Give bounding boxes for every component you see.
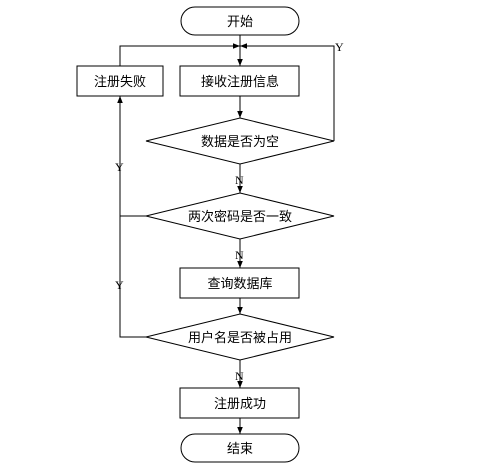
receive-label: 接收注册信息 xyxy=(201,74,279,90)
check-taken-label: 用户名是否被占用 xyxy=(188,330,292,346)
edge-empty-no-label: N xyxy=(235,173,244,187)
check-taken-node: 用户名是否被占用 xyxy=(145,313,335,361)
edge-empty-yes-label: Y xyxy=(335,40,344,54)
success-label: 注册成功 xyxy=(214,397,266,412)
fail-node: 注册失败 xyxy=(76,65,164,97)
check-password-label: 两次密码是否一致 xyxy=(188,209,292,225)
query-db-node: 查询数据库 xyxy=(179,267,300,299)
edge-password-yes xyxy=(117,96,146,217)
fail-label: 注册失败 xyxy=(94,75,146,90)
receive-node: 接收注册信息 xyxy=(179,65,300,97)
check-password-node: 两次密码是否一致 xyxy=(145,192,335,240)
edge-taken-no-label: N xyxy=(235,369,244,383)
edge-taken-yes-label: Y xyxy=(115,278,124,292)
end-label: 结束 xyxy=(227,442,253,457)
edge-fail-receive xyxy=(119,43,240,66)
end-node: 结束 xyxy=(180,433,300,463)
query-db-label: 查询数据库 xyxy=(207,276,272,292)
success-node: 注册成功 xyxy=(179,387,300,419)
edge-taken-yes xyxy=(119,216,146,338)
check-empty-label: 数据是否为空 xyxy=(201,135,279,150)
edge-password-yes-label: Y xyxy=(115,160,124,174)
check-empty-node: 数据是否为空 xyxy=(145,117,335,165)
start-label: 开始 xyxy=(227,15,253,30)
edge-password-no-label: N xyxy=(235,248,244,262)
edge-empty-yes xyxy=(240,43,335,141)
start-node: 开始 xyxy=(180,6,300,36)
